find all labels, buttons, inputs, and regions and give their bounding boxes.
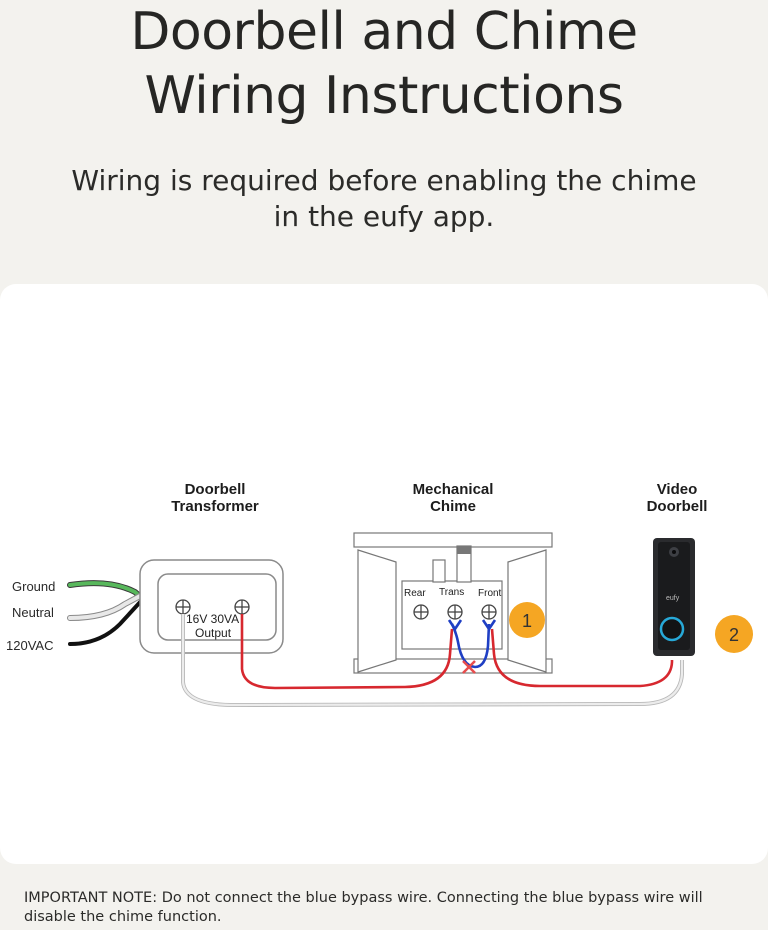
terminal-front-label: Front (478, 588, 502, 599)
gray-wire (181, 614, 684, 707)
terminal-trans (447, 604, 463, 620)
transformer-terminal-right (234, 599, 250, 615)
doorbell-label-1: Video (657, 481, 698, 498)
page-title: Doorbell and Chime Wiring Instructions (0, 0, 768, 128)
badge-2-label: 2 (729, 625, 739, 645)
neutral-wire (68, 594, 142, 620)
transformer-label-1: Doorbell (185, 481, 246, 498)
120vac-label: 120VAC (6, 638, 53, 653)
transformer-face (157, 573, 277, 641)
red-wire-transformer-chime (240, 614, 454, 690)
doorbell-button-icon (659, 616, 685, 642)
transformer-label-2: Transformer (171, 498, 259, 515)
wiring-diagram: Doorbell Transformer Mechanical Chime Vi… (6, 481, 753, 708)
ground-label: Ground (12, 579, 55, 594)
doorbell-brand: eufy (666, 595, 680, 602)
badge-2 (715, 615, 753, 653)
blue-wire-hook-right (481, 619, 497, 632)
wiring-diagram-card: Doorbell Transformer Mechanical Chime Vi… (0, 284, 768, 864)
ground-wire (68, 581, 144, 600)
badge-1 (509, 602, 545, 638)
doorbell-label-2: Doorbell (647, 498, 708, 515)
important-note: IMPORTANT NOTE: Do not connect the blue … (24, 890, 703, 925)
subtitle: Wiring is required before enabling the c… (71, 164, 697, 233)
title-line-1: Doorbell and Chime (130, 2, 638, 62)
terminal-rear-label: Rear (404, 588, 426, 599)
transformer-terminal-left (175, 599, 191, 615)
terminal-rear (413, 604, 429, 620)
badge-1-label: 1 (522, 611, 532, 631)
video-doorbell (653, 538, 695, 656)
chime-label-1: Mechanical (413, 481, 494, 498)
chime-label-2: Chime (430, 498, 476, 515)
terminal-front (481, 604, 497, 620)
blue-wire-hook-left (447, 619, 463, 632)
title-line-2: Wiring Instructions (144, 66, 624, 126)
x-mark-icon (462, 660, 476, 674)
transformer-rating: 16V 30VA (186, 612, 239, 626)
transformer-output-label: Output (195, 626, 232, 640)
chime-unit (353, 532, 553, 674)
neutral-label: Neutral (12, 605, 54, 620)
hot-wire (68, 598, 144, 646)
terminal-trans-label: Trans (439, 587, 464, 598)
red-wire-chime-doorbell (490, 628, 674, 688)
